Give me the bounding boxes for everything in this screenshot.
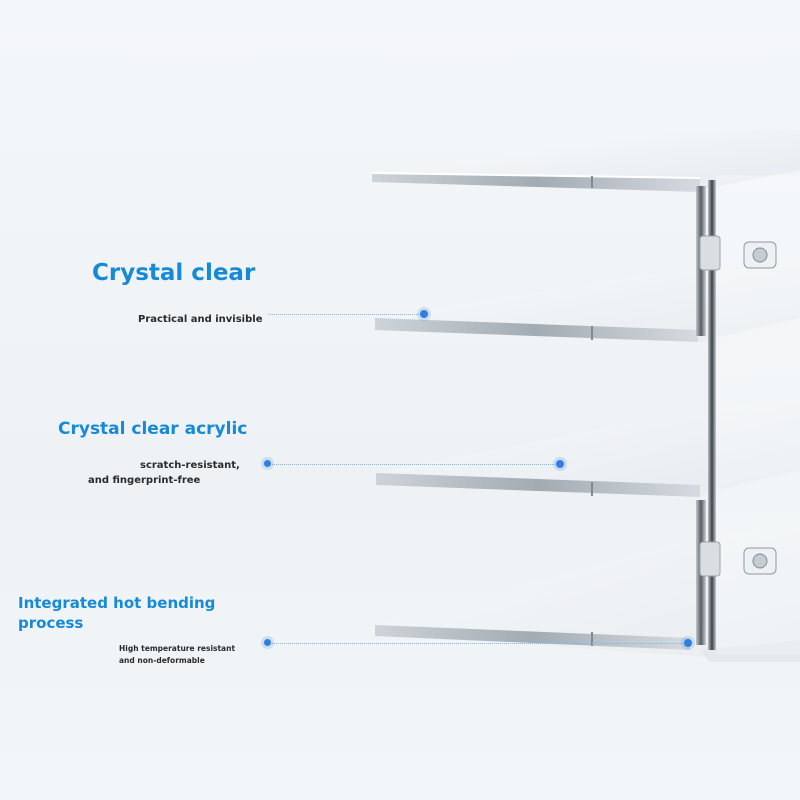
- callout-line: [272, 464, 557, 465]
- upper-shelf: [375, 262, 800, 342]
- feature-description: Practical and invisible: [138, 314, 263, 325]
- feature-description-line2: and non-deformable: [119, 656, 205, 665]
- feature-description-line2: and fingerprint-free: [88, 475, 201, 486]
- callout-line: [268, 314, 423, 315]
- feature-title: Crystal clear: [92, 260, 256, 286]
- feature-description-line1: High temperature resistant: [119, 644, 236, 653]
- feature-description-line1: scratch-resistant,: [140, 460, 240, 471]
- callout-dot: [420, 310, 428, 318]
- feature-title-line1: Integrated hot bending: [18, 594, 216, 612]
- callout-line: [272, 643, 685, 644]
- connector-screws: [699, 235, 777, 577]
- feature-title-line2: process: [18, 614, 84, 632]
- top-shelf: [371, 130, 800, 192]
- callout-dot-start: [264, 639, 271, 646]
- callout-dot: [684, 639, 692, 647]
- callout-dot: [556, 460, 564, 468]
- lower-shelf: [376, 400, 800, 497]
- callout-dot-start: [264, 460, 271, 467]
- feature-title: Crystal clear acrylic: [58, 419, 248, 439]
